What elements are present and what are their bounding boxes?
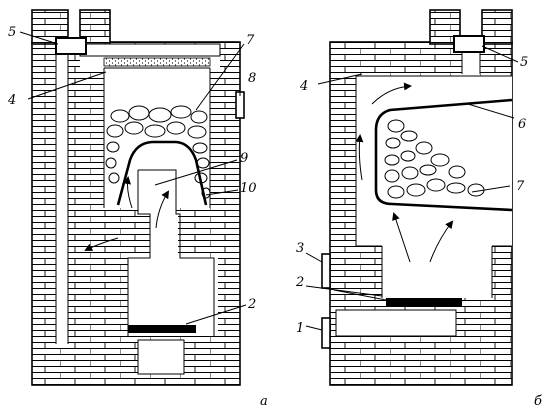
panel-b-callout-7: 7 (516, 179, 525, 194)
panel-b-callout-5: 5 (520, 55, 528, 70)
panel-a (19, 9, 247, 386)
panel-b (305, 9, 519, 386)
panel-a-letter: а (260, 394, 268, 409)
panel-b-callout-1: 1 (296, 321, 304, 336)
panel-a-callout-4: 4 (7, 93, 16, 108)
panel-b-chimney-right (481, 9, 513, 45)
panel-b-chimney-left (429, 9, 461, 45)
panel-b-labels: 4 5 6 7 3 2 1 б (295, 55, 542, 409)
panel-b-fire-door (321, 253, 331, 289)
panel-a-sand-layer (103, 57, 211, 67)
panel-a-stone-pile (105, 105, 211, 199)
panel-a-damper (55, 37, 87, 55)
panel-a-callout-9: 9 (240, 151, 248, 166)
panel-b-callout-3: 3 (296, 241, 304, 256)
panel-b-damper (453, 35, 485, 53)
panel-b-ash-door (321, 317, 331, 349)
panel-a-labels: 5 4 7 8 9 10 2 а (7, 25, 268, 409)
panel-a-callout-8: 8 (248, 71, 256, 86)
panel-b-stone-container (374, 98, 513, 212)
panel-a-callout-2: 2 (247, 297, 256, 312)
panel-a-callout-7: 7 (246, 33, 255, 48)
panel-a-vault (116, 140, 208, 206)
panel-b-callout-4: 4 (299, 79, 308, 94)
panel-b-callout-2: 2 (295, 275, 304, 290)
panel-a-chimney-left (31, 9, 69, 45)
panel-b-stone-pile (384, 119, 485, 199)
panel-b-callout-6: 6 (518, 117, 526, 132)
panel-b-letter: б (534, 394, 542, 409)
panel-a-grate (128, 325, 196, 333)
panel-b-grate (386, 298, 462, 306)
panel-a-callout-10: 10 (240, 181, 257, 196)
panel-a-callout-5: 5 (8, 25, 16, 40)
